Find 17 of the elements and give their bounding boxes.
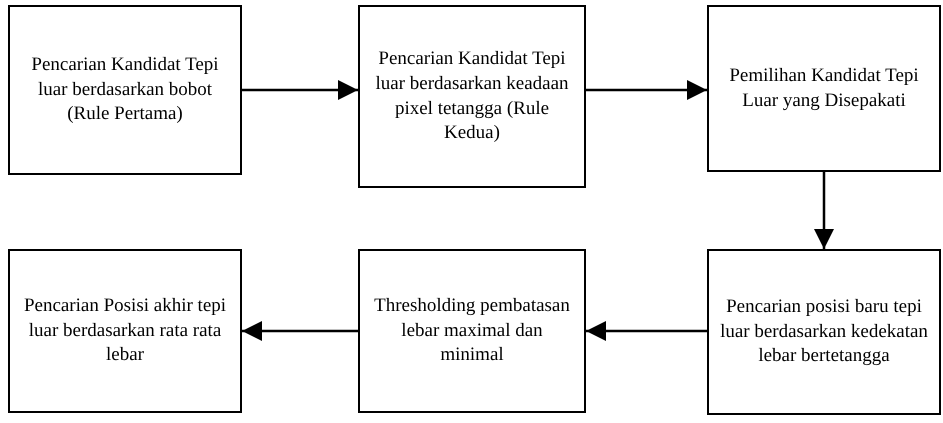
process-box	[8, 249, 242, 413]
process-box	[8, 5, 242, 175]
box-text: Pemilihan Kandidat Tepi Luar yang Disepakati	[728, 64, 920, 112]
box-text: Pencarian Kandidat Tepi luar berdasarkan keadaan pixel tetangga (Rule Kedua)	[374, 47, 570, 146]
box-text: Pencarian posisi baru tepi luar berdasarkan kedekatan lebar bertetangga	[719, 294, 929, 368]
arrow	[586, 321, 707, 341]
box-text: Pencarian Posisi akhir tepi luar berdasarkan rata rata lebar	[22, 294, 228, 368]
box-text: Pencarian Kandidat Tepi luar berdasarkan bobot (Rule Pertama)	[30, 52, 220, 126]
arrow	[586, 80, 707, 100]
process-box	[358, 5, 586, 188]
process-box	[707, 5, 941, 172]
arrow	[242, 321, 358, 341]
arrow	[814, 172, 834, 249]
box-text: Thresholding pembatasan lebar maximal dan minimal	[373, 294, 571, 368]
arrow	[242, 80, 358, 100]
process-box	[707, 249, 941, 415]
process-box	[358, 249, 586, 413]
